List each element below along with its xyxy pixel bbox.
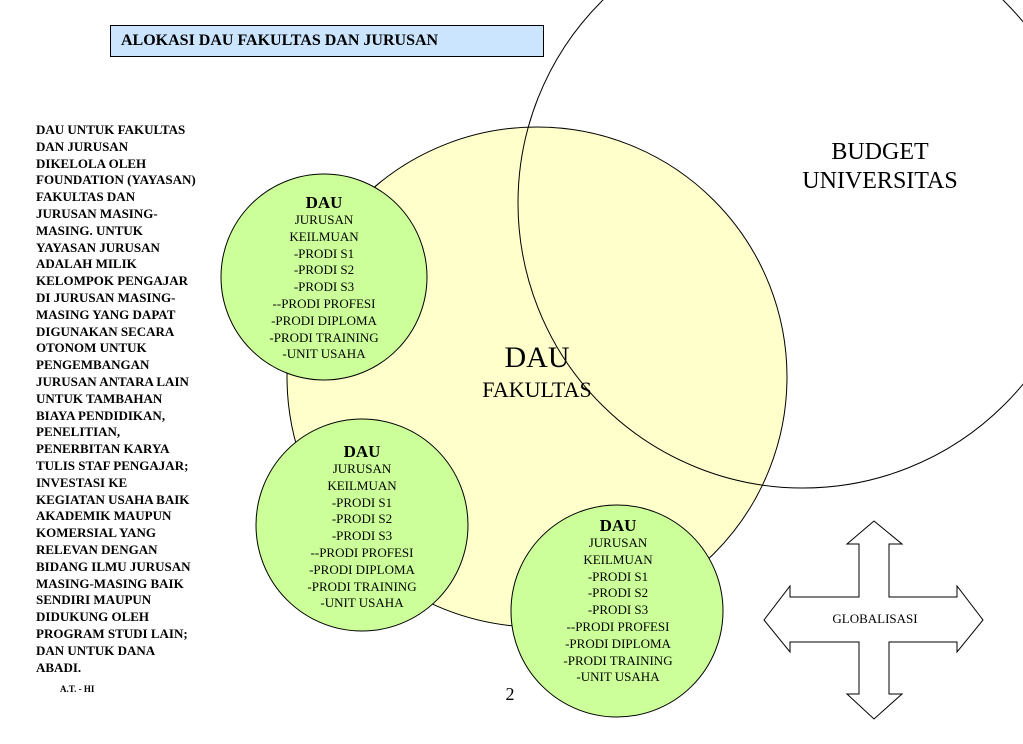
- faculty-label-line2: FAKULTAS: [482, 377, 592, 402]
- department-head: DAU: [305, 193, 343, 212]
- department-items: JURUSAN KEILMUAN -PRODI S1 -PRODI S2 -PR…: [307, 461, 417, 611]
- faculty-label-line1: DAU: [504, 341, 570, 374]
- department-circle-3: [510, 504, 724, 718]
- budget-label-line1: BUDGET: [831, 139, 929, 165]
- university-circle: [517, 0, 1023, 489]
- department-head: DAU: [343, 442, 381, 461]
- department-bubble-3: DAU JURUSAN KEILMUAN -PRODI S1 -PRODI S2…: [518, 516, 718, 686]
- department-circle-2: [255, 418, 469, 632]
- budget-label-line2: UNIVERSITAS: [802, 168, 958, 194]
- department-items: JURUSAN KEILMUAN -PRODI S1 -PRODI S2 -PR…: [269, 212, 379, 362]
- description-text: DAU UNTUK FAKULTAS DAN JURUSAN DIKELOLA …: [36, 122, 196, 675]
- department-bubble-2: DAU JURUSAN KEILMUAN -PRODI S1 -PRODI S2…: [262, 442, 462, 612]
- department-head: DAU: [599, 516, 637, 535]
- faculty-label: DAU FAKULTAS: [437, 340, 637, 404]
- page-number: 2: [505, 684, 515, 704]
- globalisasi-label: GLOBALISASI: [832, 611, 918, 626]
- footer-author: A.T. - HI: [60, 684, 95, 694]
- department-items: JURUSAN KEILMUAN -PRODI S1 -PRODI S2 -PR…: [563, 535, 673, 685]
- department-bubble-1: DAU JURUSAN KEILMUAN -PRODI S1 -PRODI S2…: [224, 193, 424, 363]
- budget-label: BUDGET UNIVERSITAS: [775, 138, 985, 196]
- slide-title: ALOKASI DAU FAKULTAS DAN JURUSAN: [110, 25, 544, 57]
- department-circle-1: [220, 173, 428, 381]
- four-way-arrow-icon: [763, 520, 984, 720]
